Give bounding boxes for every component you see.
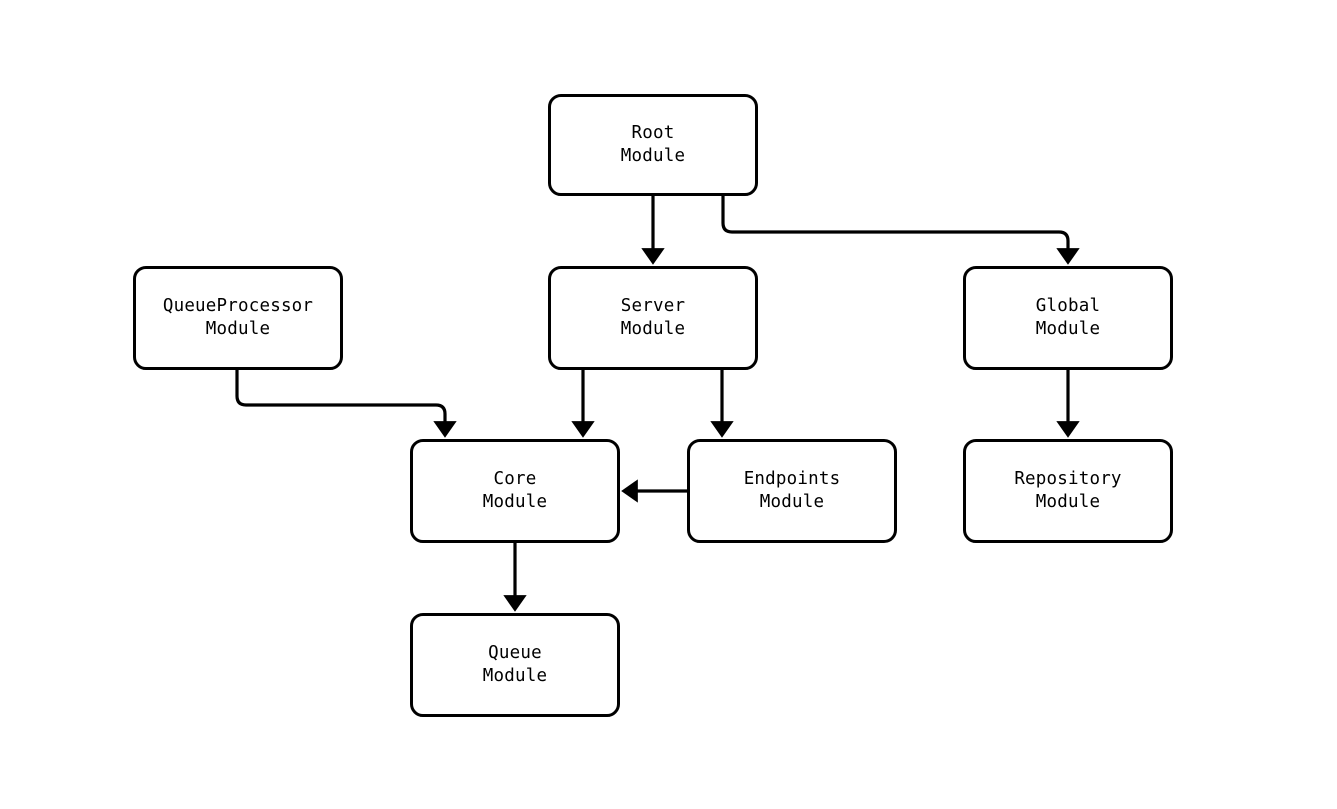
node-root-module[interactable]: Root Module — [548, 94, 758, 196]
node-label: Repository Module — [1014, 469, 1122, 512]
node-label: Global Module — [1035, 296, 1101, 339]
node-label: Root Module — [620, 123, 686, 166]
node-label: Endpoints Module — [743, 469, 841, 512]
node-label: QueueProcessor Module — [162, 296, 314, 339]
node-label: Queue Module — [482, 643, 548, 686]
node-queueprocessor-module[interactable]: QueueProcessor Module — [133, 266, 343, 370]
node-global-module[interactable]: Global Module — [963, 266, 1173, 370]
node-label: Server Module — [620, 296, 686, 339]
edge-root-to-global — [721, 196, 1080, 265]
edge-queueprocessor-to-core — [235, 370, 457, 438]
node-repository-module[interactable]: Repository Module — [963, 439, 1173, 543]
node-endpoints-module[interactable]: Endpoints Module — [687, 439, 897, 543]
node-label: Core Module — [482, 469, 548, 512]
node-core-module[interactable]: Core Module — [410, 439, 620, 543]
node-server-module[interactable]: Server Module — [548, 266, 758, 370]
node-queue-module[interactable]: Queue Module — [410, 613, 620, 717]
